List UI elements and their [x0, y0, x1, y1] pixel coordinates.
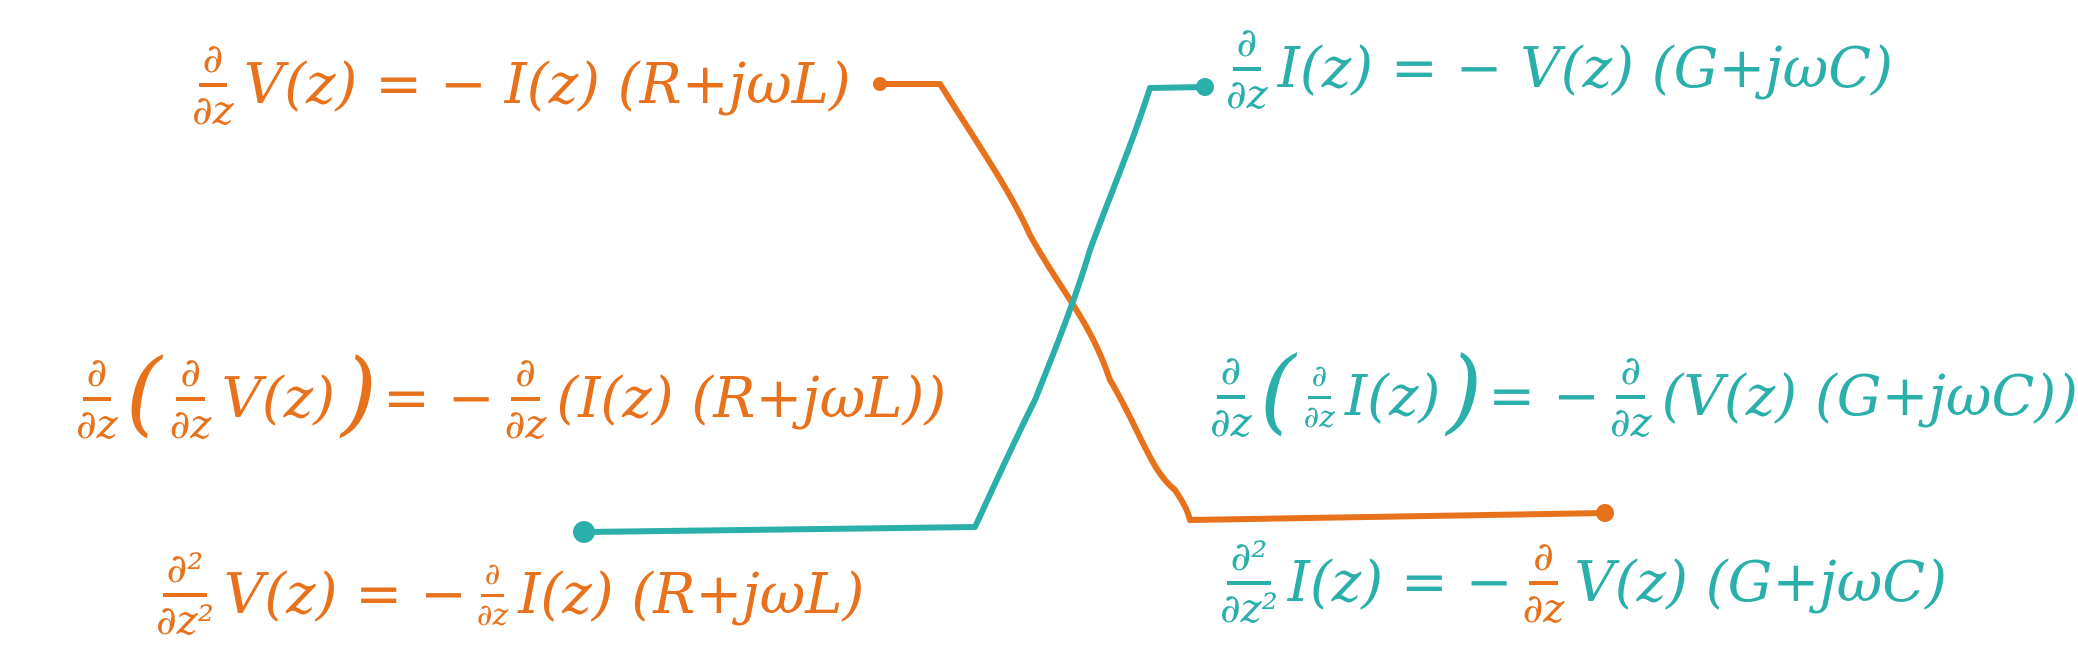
equation-body: V(z) = − I(z) (R+jωL)	[243, 52, 851, 117]
equals-minus: = −	[1488, 364, 1600, 429]
left-equation-3: ∂² ∂z² V(z) = − ∂ ∂z I(z) (R+jωL)	[150, 548, 868, 642]
outer-derivative-operator: ∂ ∂z	[1210, 350, 1252, 444]
rhs-body: (V(z) (G+jωC))	[1661, 364, 2078, 429]
lhs-body: V(z) = −	[223, 562, 467, 627]
fraction-denominator: ∂z	[169, 402, 212, 448]
fraction-numerator: ∂	[511, 352, 540, 401]
rhs-body: I(z) (R+jωL)	[518, 562, 865, 627]
fraction-denominator: ∂z	[1210, 400, 1252, 446]
rhs-derivative-operator: ∂ ∂z	[1523, 536, 1565, 630]
fraction-denominator: ∂z²	[156, 598, 214, 644]
teal-connector	[581, 84, 1208, 535]
fraction-denominator: ∂z	[504, 402, 547, 448]
teal-dot-end	[1196, 78, 1214, 96]
rhs-derivative-operator: ∂ ∂z	[1610, 350, 1652, 444]
fraction-numerator: ∂	[1616, 350, 1646, 399]
outer-derivative-operator: ∂ ∂z	[76, 352, 118, 446]
orange-dot-end	[1596, 504, 1614, 522]
right-equation-2: ∂ ∂z ( ∂ ∂z I(z) ) = − ∂ ∂z (V(z) (G+jωC…	[1204, 345, 2078, 445]
derivative-operator: ∂ ∂z	[192, 38, 234, 132]
fraction-numerator: ∂	[198, 38, 228, 87]
left-paren: (	[125, 339, 162, 446]
derivative-operator: ∂ ∂z	[1226, 22, 1268, 116]
right-paren: )	[341, 339, 377, 446]
rhs-body: V(z) (G+jωC)	[1574, 550, 1947, 615]
right-equation-1: ∂ ∂z I(z) = − V(z) (G+jωC)	[1220, 22, 1897, 116]
fraction-denominator: ∂z	[1303, 399, 1335, 435]
equation-body: I(z) = − V(z) (G+jωC)	[1277, 36, 1893, 101]
right-equation-3: ∂² ∂z² I(z) = − ∂ ∂z V(z) (G+jωC)	[1214, 536, 1951, 630]
rhs-derivative-operator: ∂ ∂z	[505, 352, 547, 446]
fraction-numerator: ∂²	[162, 548, 208, 597]
fraction-denominator: ∂z	[1609, 400, 1652, 446]
left-equation-1: ∂ ∂z V(z) = − I(z) (R+jωL)	[186, 38, 855, 132]
fraction-denominator: ∂z	[1226, 72, 1268, 118]
right-paren: )	[1446, 337, 1483, 444]
fraction-denominator: ∂z	[1522, 586, 1565, 632]
fraction-denominator: ∂z	[476, 597, 509, 633]
fraction-numerator: ∂	[1232, 22, 1262, 71]
lhs-body: I(z) = −	[1287, 550, 1513, 615]
second-derivative-operator: ∂² ∂z²	[1220, 536, 1278, 630]
fraction-numerator: ∂	[480, 559, 505, 597]
fraction-denominator: ∂z²	[1220, 586, 1278, 632]
inner-body: I(z)	[1345, 364, 1441, 429]
inner-body: V(z)	[221, 366, 336, 431]
orange-connector	[877, 81, 1608, 523]
left-paren: (	[1259, 337, 1296, 444]
fraction-numerator: ∂	[176, 352, 205, 401]
orange-dot-start	[873, 77, 887, 91]
fraction-denominator: ∂z	[76, 402, 118, 448]
teal-dot-start	[573, 521, 595, 543]
fraction-denominator: ∂z	[192, 88, 234, 134]
fraction-numerator: ∂²	[1226, 536, 1272, 585]
inner-derivative-operator: ∂ ∂z	[170, 352, 212, 446]
fraction-numerator: ∂	[1529, 536, 1558, 585]
fraction-numerator: ∂	[1216, 350, 1246, 399]
fraction-numerator: ∂	[1307, 361, 1332, 399]
inner-derivative-operator: ∂ ∂z	[1304, 361, 1335, 433]
left-equation-2: ∂ ∂z ( ∂ ∂z V(z) ) = − ∂ ∂z (I(z) (R+jωL…	[70, 347, 950, 447]
equals-minus: = −	[382, 366, 495, 431]
rhs-derivative-operator: ∂ ∂z	[477, 559, 508, 631]
fraction-numerator: ∂	[82, 352, 112, 401]
second-derivative-operator: ∂² ∂z²	[156, 548, 214, 642]
rhs-body: (I(z) (R+jωL))	[556, 366, 947, 431]
